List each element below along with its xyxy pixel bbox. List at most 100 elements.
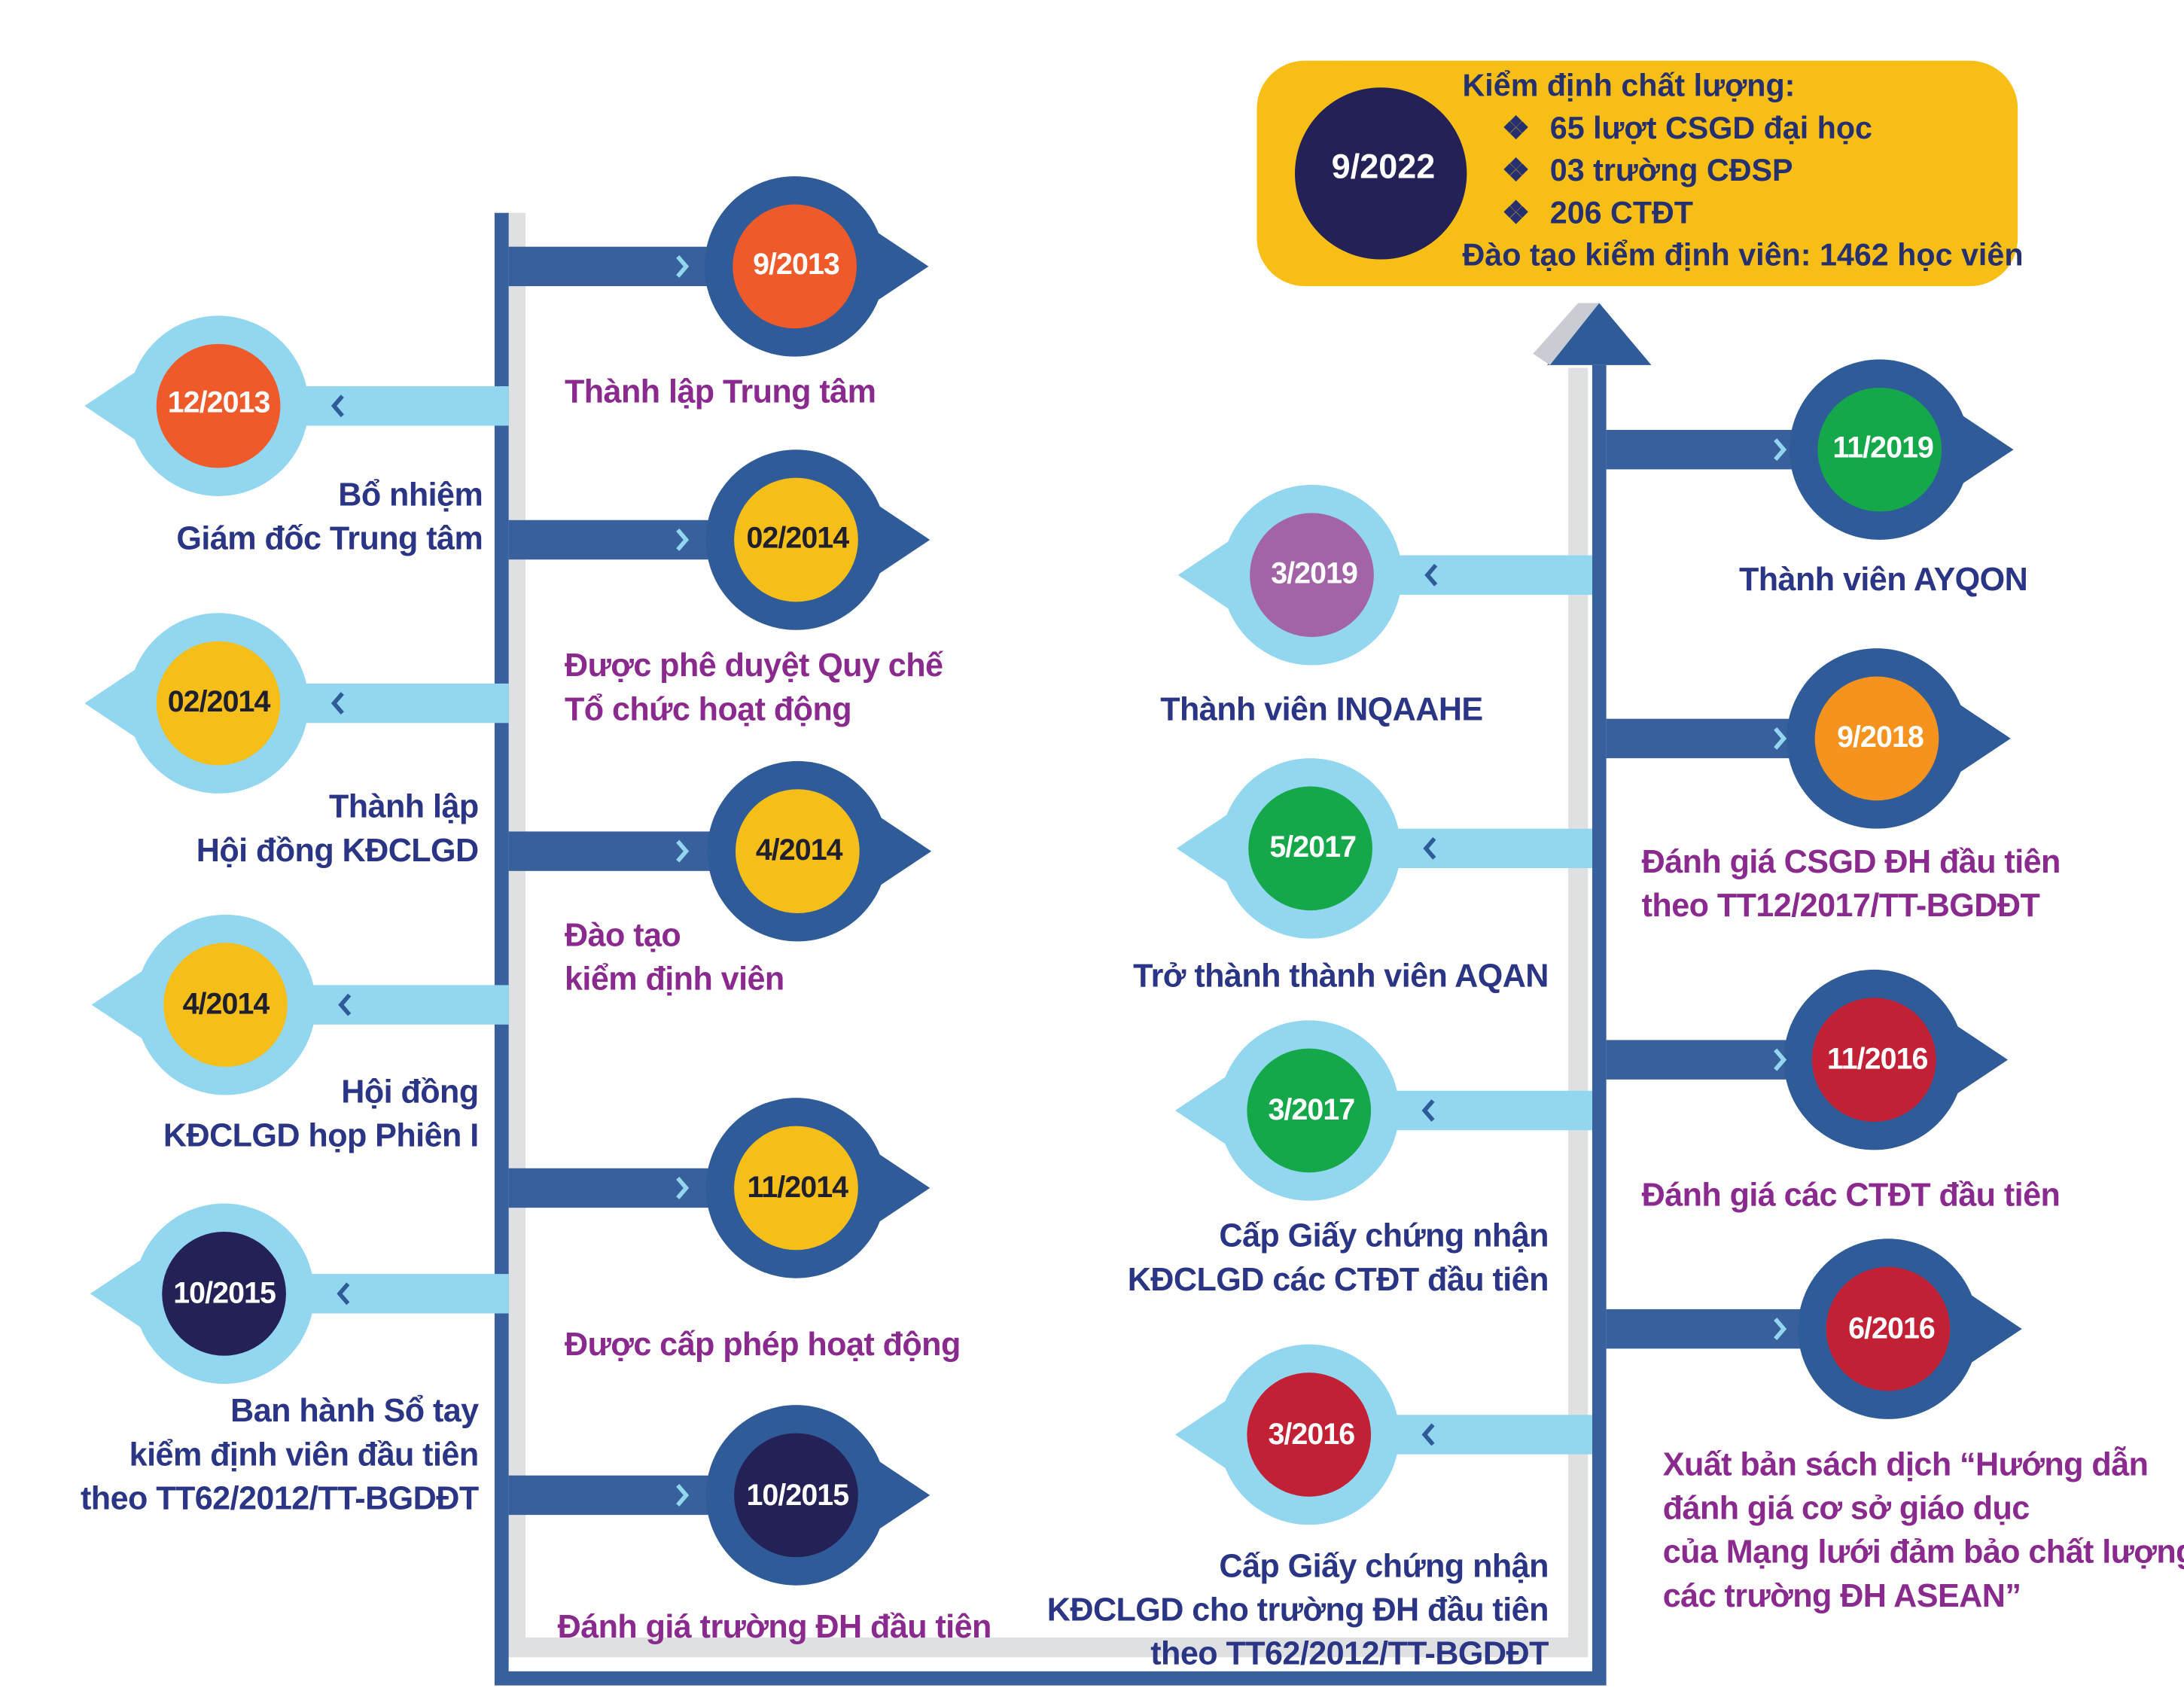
- summary-footer: Đào tạo kiểm định viên: 1462 học viên: [1462, 237, 2024, 273]
- milestone-caption: Đánh giá các CTĐT đầu tiên: [1641, 1175, 2061, 1213]
- chevron-right-icon: [1774, 727, 1787, 750]
- chevron-left-icon: [337, 1282, 350, 1306]
- date-label: 4/2014: [755, 834, 843, 867]
- pointer-arrow: [1966, 1292, 2022, 1366]
- pointer-arrow: [873, 230, 929, 303]
- milestone-caption: Thành viên INQAAHE: [1160, 690, 1483, 727]
- milestone-node: [1606, 969, 2009, 1150]
- date-label: 4/2014: [182, 988, 270, 1021]
- milestone-caption: Đánh giá trường ĐH đầu tiên: [557, 1607, 992, 1645]
- milestone-node: [84, 613, 509, 794]
- milestone-node: [508, 1098, 931, 1278]
- pointer-arrow: [1953, 1022, 2009, 1097]
- date-label: 12/2013: [167, 386, 271, 419]
- spine-shadow: [505, 212, 1589, 1658]
- date-label: 9/2013: [753, 248, 840, 282]
- pointer-arrow: [1955, 702, 2011, 775]
- chevron-right-icon: [1774, 1318, 1787, 1341]
- pointer-arrow: [84, 369, 140, 443]
- date-label: 6/2016: [1848, 1312, 1936, 1345]
- milestone-node: [508, 449, 931, 630]
- pointer-arrow: [875, 1458, 931, 1532]
- date-label: 11/2016: [1826, 1043, 1929, 1076]
- chevron-left-icon: [1421, 1423, 1435, 1446]
- date-circle: [156, 343, 281, 468]
- pointer-arrow: [90, 1257, 145, 1330]
- date-circle: [1811, 998, 1936, 1122]
- pointer-arrow: [1177, 538, 1233, 612]
- chevron-left-icon: [330, 692, 344, 715]
- milestone-node: [508, 176, 929, 357]
- milestone-node: [1176, 758, 1592, 939]
- summary-box: [1256, 60, 2018, 287]
- chevron-right-icon: [676, 1484, 690, 1507]
- milestone-node: [1606, 1239, 2022, 1419]
- date-circle: [156, 641, 281, 766]
- date-label: 11/2019: [1832, 431, 1934, 465]
- chevron-right-icon: [676, 254, 690, 278]
- date-label: 10/2015: [173, 1277, 276, 1310]
- chevron-right-icon: [676, 839, 690, 863]
- date-label: 3/2017: [1268, 1094, 1355, 1127]
- date-label: 02/2014: [167, 686, 271, 719]
- pointer-arrow: [91, 967, 147, 1042]
- summary-bullet: ❖206 CTĐT: [1463, 192, 2024, 234]
- date-circle: [734, 1126, 858, 1251]
- milestone-node: [1606, 359, 2014, 540]
- milestone-caption: Thành lập Trung tâm: [565, 373, 876, 410]
- milestone-node: [84, 315, 509, 496]
- pointer-arrow: [875, 503, 931, 577]
- chevron-right-icon: [676, 529, 690, 551]
- chevron-left-icon: [330, 395, 344, 418]
- milestone-caption: Trở thành thành viên AQAN: [1133, 957, 1549, 994]
- date-circle: [734, 477, 858, 602]
- milestone-node: [508, 1405, 931, 1586]
- pointer-arrow: [1958, 413, 2014, 486]
- date-circle: [733, 204, 857, 329]
- date-circle: [1247, 1373, 1372, 1497]
- date-label: 3/2016: [1268, 1418, 1355, 1452]
- chevron-right-icon: [1774, 438, 1787, 462]
- chevron-left-icon: [1423, 836, 1436, 860]
- milestone-node: [91, 914, 509, 1095]
- summary-text: Kiểm định chất lượng: ❖65 lượt CSGD đại …: [1463, 65, 2024, 276]
- summary-bullet: ❖65 lượt CSGD đại học: [1463, 108, 2024, 150]
- pointer-arrow: [876, 814, 932, 888]
- chevron-left-icon: [1424, 563, 1438, 587]
- milestone-node: [1177, 484, 1592, 666]
- milestone-node: [508, 760, 932, 942]
- date-circle: [735, 789, 860, 913]
- milestone-node: [1174, 1344, 1592, 1525]
- date-label: 02/2014: [746, 522, 849, 555]
- summary-bullet: ❖03 trường CĐSP: [1463, 150, 2024, 192]
- date-label: 10/2015: [746, 1479, 849, 1513]
- diamond-bullet-icon: ❖: [1502, 110, 1531, 146]
- date-label: 9/2018: [1837, 721, 1924, 754]
- date-circle: [1247, 1048, 1372, 1173]
- chevron-left-icon: [1421, 1099, 1435, 1122]
- diamond-bullet-icon: ❖: [1502, 194, 1531, 230]
- chevron-left-icon: [338, 993, 352, 1016]
- chevron-right-icon: [676, 1177, 690, 1199]
- milestone-node: [90, 1203, 509, 1385]
- chevron-right-icon: [1774, 1048, 1787, 1071]
- spine-up-arrow: [1547, 303, 1652, 365]
- date-label: 5/2017: [1269, 831, 1357, 864]
- spine-up-arrow-shadow: [1533, 303, 1600, 365]
- date-label: 3/2019: [1271, 557, 1358, 590]
- date-circle: [1250, 513, 1374, 638]
- milestone-node: [1606, 648, 2011, 829]
- pointer-arrow: [875, 1151, 931, 1225]
